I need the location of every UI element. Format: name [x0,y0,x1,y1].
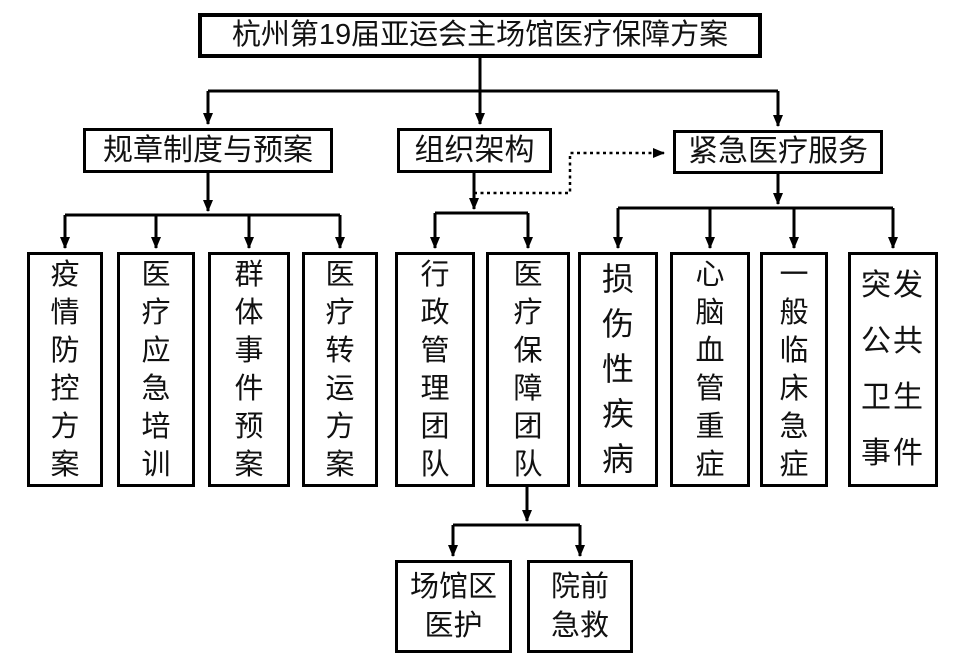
node-medical-support-team: 医 疗 保 障 团 队 [486,252,570,487]
node-medical-emergency-training: 医 疗 应 急 培 训 [117,252,195,487]
edge-medicalteam-children [448,487,585,557]
node-general-clinical-emergency: 一 般 临 床 急 症 [760,252,828,487]
node-root: 杭州第19届亚运会主场馆医疗保障方案 [198,13,762,58]
node-injury-disease: 损 伤 性 疾 病 [578,252,658,487]
edge-root-branches [203,58,783,127]
edge-org-to-emergency-dotted [474,148,665,195]
edge-emergency-children [613,174,898,249]
node-org-structure: 组织架构 [397,128,552,173]
edge-org-children [430,173,533,249]
node-medical-transfer-plan: 医 疗 转 运 方 案 [302,252,378,487]
edge-rules-children [60,173,345,249]
node-venue-area-medical: 场馆区 医护 [395,560,512,653]
node-prehospital-first-aid: 院前 急救 [527,560,633,653]
node-mass-incident-plan: 群 体 事 件 预 案 [208,252,290,487]
node-cardio-cerebrovascular-critical: 心 脑 血 管 重 症 [670,252,750,487]
node-rules-regulations: 规章制度与预案 [83,128,333,173]
node-emergency-services: 紧急医疗服务 [673,130,883,174]
node-admin-management-team: 行 政 管 理 团 队 [395,252,475,487]
node-epidemic-prevention-plan: 疫 情 防 控 方 案 [27,252,103,487]
node-public-health-event: 突发 公共 卫生 事件 [848,252,938,487]
